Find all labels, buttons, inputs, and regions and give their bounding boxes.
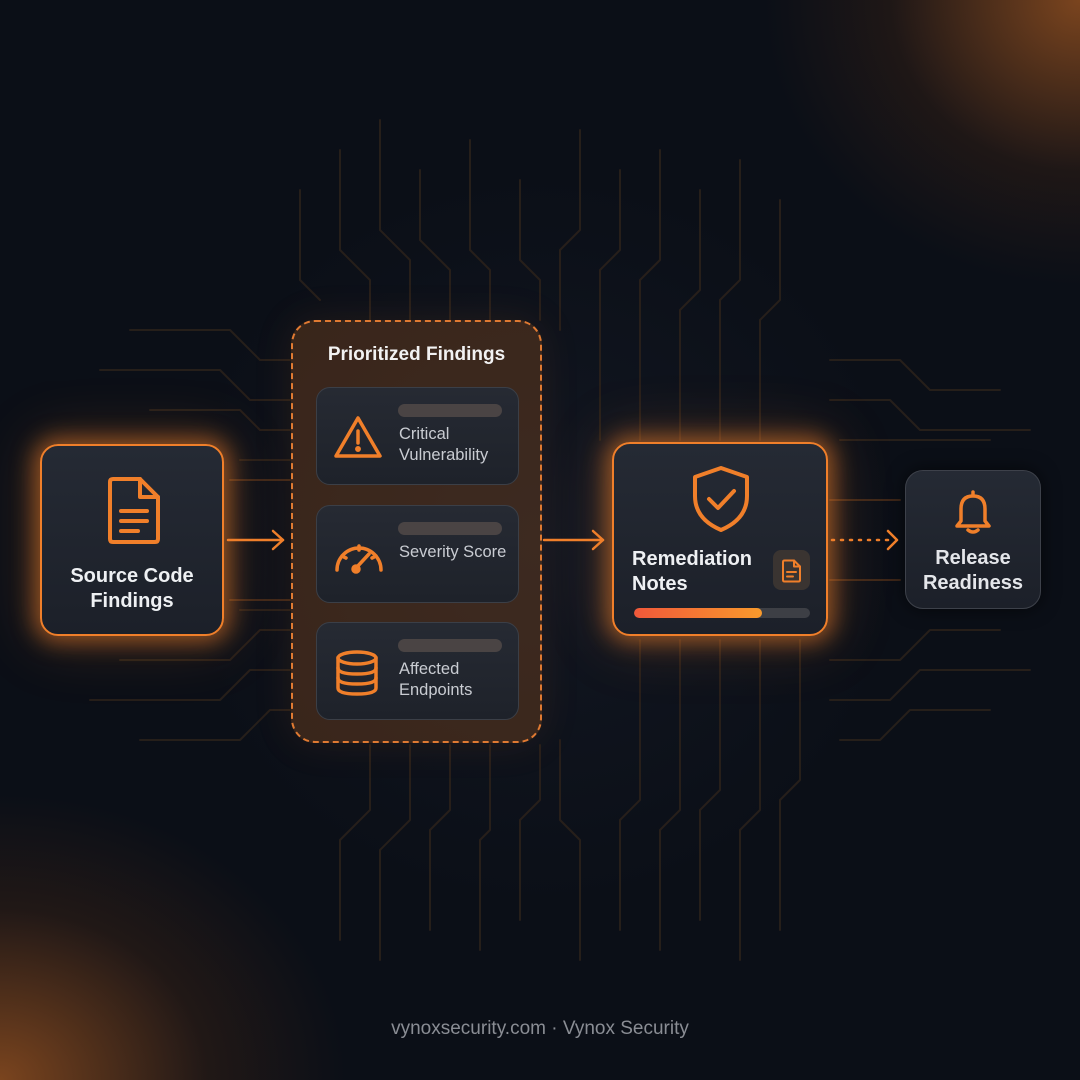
source-code-findings-card[interactable]: Source Code Findings [40,444,224,636]
finding-label: Critical Vulnerability [399,425,489,464]
remediation-progress-bar [634,608,810,618]
finding-label: Affected Endpoints [399,660,473,699]
remediation-notes-title: Remediation Notes [632,548,753,595]
database-icon [332,649,382,702]
prioritized-findings-group[interactable]: Prioritized Findings Critical Vulnerabil… [291,320,542,743]
gauge-icon [332,532,386,583]
placeholder-bar [398,639,502,652]
remediation-progress-fill [634,608,763,618]
finding-label: Severity Score [399,543,507,561]
finding-affected-endpoints[interactable]: Affected Endpoints [316,622,519,720]
placeholder-bar [398,522,502,535]
document-badge[interactable] [773,550,810,590]
finding-severity-score[interactable]: Severity Score [316,505,519,603]
shield-check-icon [690,464,752,539]
document-icon [106,476,162,551]
document-icon [782,559,801,583]
footer-text[interactable]: vynoxsecurity.com · Vynox Security [391,1018,689,1039]
remediation-notes-card[interactable]: Remediation Notes [612,442,828,636]
warning-triangle-icon [332,414,384,465]
bell-icon [953,489,993,540]
prioritized-findings-title: Prioritized Findings [327,344,506,365]
finding-critical-vulnerability[interactable]: Critical Vulnerability [316,387,519,485]
source-code-findings-title: Source Code Findings [70,565,194,612]
placeholder-bar [398,404,502,417]
release-readiness-card[interactable]: Release Readiness [905,470,1041,609]
release-readiness-title: Release Readiness [922,547,1024,594]
